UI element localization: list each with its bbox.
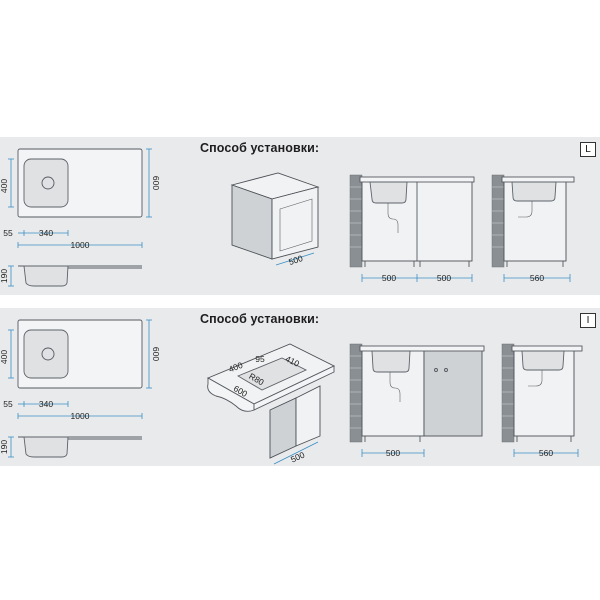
dim-plan-bowl-width: 340 xyxy=(39,399,53,409)
dim-front-width: 500 xyxy=(386,448,400,458)
sink-plan-view: 400 600 55 340 1000 xyxy=(0,148,161,250)
dim-front-right: 500 xyxy=(437,273,451,283)
dim-plan-total-width: 1000 xyxy=(71,240,90,250)
dim-plan-total-width: 1000 xyxy=(71,411,90,421)
sink-plan-view: 400 600 55 340 1000 xyxy=(0,319,161,421)
front-install-view: 500 500 xyxy=(349,174,475,283)
variant-badge: I xyxy=(580,313,596,328)
dim-plan-depth: 600 xyxy=(151,347,161,361)
panel-title: Способ установки: xyxy=(200,141,320,155)
installation-panel-bottom: Способ установки: I 400 600 55 340 1000 xyxy=(0,308,600,466)
side-install-view: 560 xyxy=(501,343,583,458)
panel-title: Способ установки: xyxy=(200,312,320,326)
front-install-view: 500 xyxy=(349,343,485,458)
variant-badge: L xyxy=(580,142,596,157)
technical-drawing-bottom: 400 600 55 340 1000 190 xyxy=(0,319,583,465)
dim-cutout-a: 95 xyxy=(255,354,265,364)
side-install-view: 560 xyxy=(491,174,575,283)
dim-cabinet-depth: 500 xyxy=(287,253,304,267)
dim-plan-height: 400 xyxy=(0,179,9,193)
technical-drawing-top: 400 600 55 340 1000 190 xyxy=(0,148,575,287)
dim-side-install-depth: 560 xyxy=(530,273,544,283)
dim-plan-height: 400 xyxy=(0,350,9,364)
dim-side-install-depth: 560 xyxy=(539,448,553,458)
dim-plan-bowl-width: 340 xyxy=(39,228,53,238)
sink-side-view: 190 xyxy=(0,436,142,458)
countertop-cutout-3d: 95 400 410 R80 600 500 xyxy=(206,343,336,465)
dim-side-depth: 190 xyxy=(0,269,9,283)
dim-front-left: 500 xyxy=(382,273,396,283)
dim-plan-edge: 55 xyxy=(3,399,13,409)
dim-cutout-depth: 500 xyxy=(289,450,306,465)
cabinet-3d: 500 xyxy=(230,172,320,267)
dim-side-depth: 190 xyxy=(0,440,9,454)
sink-side-view: 190 xyxy=(0,265,142,287)
dim-plan-edge: 55 xyxy=(3,228,13,238)
dim-plan-depth: 600 xyxy=(151,176,161,190)
installation-panel-top: Способ установки: L 400 600 55 340 xyxy=(0,137,600,295)
